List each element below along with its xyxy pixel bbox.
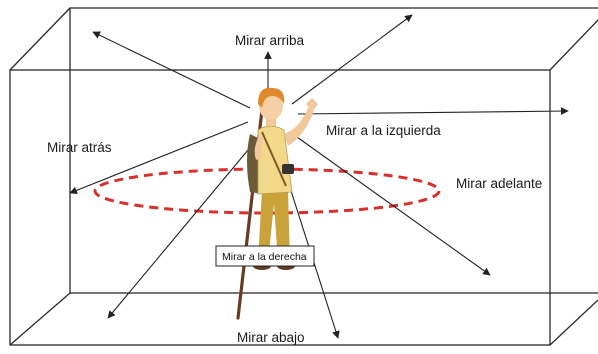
arrow-up-left: [92, 31, 251, 109]
camera: [282, 164, 294, 174]
room-box: [9, 7, 598, 346]
arrow-back: [69, 121, 249, 195]
arrow-down-right: [289, 131, 491, 276]
pants: [258, 190, 290, 262]
back-face: [69, 7, 598, 294]
edge-bottom-left: [9, 292, 71, 346]
left-arm: [254, 134, 264, 160]
label-right-turn: Mirar a la derecha: [222, 251, 307, 263]
edge-top-left: [9, 7, 71, 71]
front-face: [9, 69, 551, 346]
label-forward: Mirar adelante: [456, 176, 542, 191]
label-up: Mirar arriba: [235, 33, 305, 48]
hair: [258, 87, 285, 108]
pointing-hand: [306, 98, 318, 112]
edge-bottom-right: [549, 299, 598, 346]
label-left-turn: Mirar a la izquierda: [326, 123, 441, 138]
hiker-figure: [236, 87, 318, 320]
raised-arm: [284, 108, 314, 146]
arrow-up-right: [291, 14, 413, 105]
label-right-turn-box: Mirar a la derecha: [215, 245, 315, 267]
neck: [266, 116, 276, 126]
arrow-right: [297, 107, 569, 115]
label-down: Mirar abajo: [237, 330, 305, 345]
edge-top-right: [549, 19, 598, 71]
label-right-turn-frame: [215, 245, 315, 267]
shoulder-strap: [261, 131, 287, 187]
label-back: Mirar atrás: [47, 140, 112, 155]
arrow-down-left: [107, 149, 249, 319]
